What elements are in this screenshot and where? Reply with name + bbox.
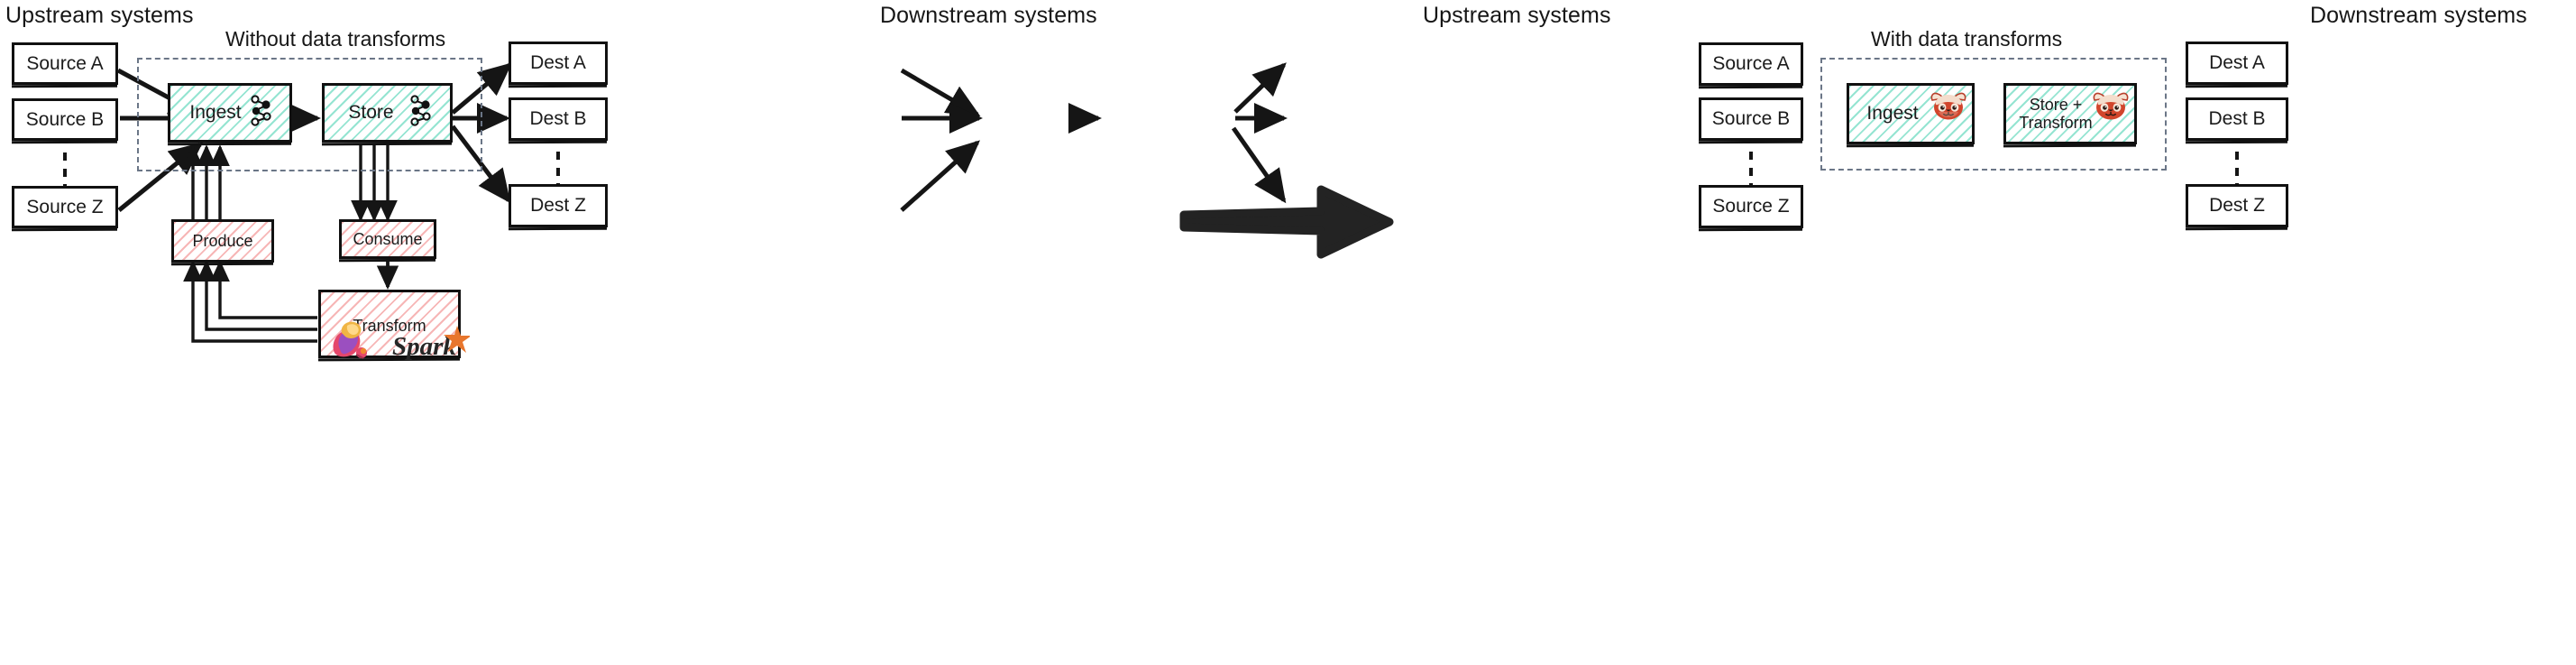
source-box-z-right[interactable]: Source Z <box>1699 185 1803 228</box>
ingest-box-left[interactable]: Ingest <box>168 83 292 143</box>
store-transform-box-right[interactable]: Store + Transform <box>2003 83 2137 144</box>
store-transform-label-line1: Store + <box>2029 95 2083 114</box>
dest-label: Dest B <box>2208 108 2266 130</box>
source-label: Source Z <box>26 196 104 217</box>
trust-boundary-right <box>1820 58 2167 171</box>
dest-label: Dest A <box>530 52 586 74</box>
transform-box[interactable]: Transform Spark <box>318 290 470 361</box>
big-right-arrow-icon <box>1179 185 1394 259</box>
trust-boundary-left <box>137 58 482 171</box>
dest-label: Dest A <box>2209 52 2265 74</box>
box-face <box>12 186 118 228</box>
box-face <box>509 42 608 85</box>
source-label: Source A <box>26 52 104 74</box>
box-face <box>1699 97 1803 141</box>
box-face <box>509 97 608 141</box>
box-face <box>168 83 292 143</box>
kafka-icon <box>251 95 271 126</box>
redpanda-icon <box>1930 92 1966 120</box>
store-label: Store <box>348 102 394 124</box>
redpanda-icon <box>2093 92 2129 120</box>
downstream-heading-right: Downstream systems <box>2310 3 2527 28</box>
dest-box-a-left[interactable]: Dest A <box>509 42 608 85</box>
ingest-label: Ingest <box>189 102 242 124</box>
source-box-b-right[interactable]: Source B <box>1699 97 1803 141</box>
kafka-icon <box>410 95 431 126</box>
source-label: Source B <box>1711 108 1791 130</box>
dest-box-a-right[interactable]: Dest A <box>2186 42 2288 85</box>
box-face <box>1699 185 1803 228</box>
dest-box-b-left[interactable]: Dest B <box>509 97 608 141</box>
dest-box-z-right[interactable]: Dest Z <box>2186 184 2288 227</box>
box-face <box>12 42 118 85</box>
box-face <box>1699 42 1803 86</box>
source-box-a-right[interactable]: Source A <box>1699 42 1803 86</box>
dest-box-b-right[interactable]: Dest B <box>2186 97 2288 141</box>
source-label: Source Z <box>1712 196 1790 217</box>
consume-label: Consume <box>353 229 423 248</box>
source-label: Source A <box>1712 53 1790 75</box>
upstream-heading-right: Upstream systems <box>1423 3 1611 28</box>
upstream-heading-left: Upstream systems <box>5 3 194 28</box>
ingest-box-right[interactable]: Ingest <box>1847 83 1975 144</box>
downstream-heading-left: Downstream systems <box>880 3 1097 28</box>
source-box-z-left[interactable]: Source Z <box>12 186 118 228</box>
box-face <box>2186 184 2288 227</box>
box-face <box>12 98 118 141</box>
transform-label: Transform <box>353 317 426 335</box>
store-box-left[interactable]: Store <box>322 83 453 143</box>
flink-icon <box>333 321 367 359</box>
dest-label: Dest Z <box>530 195 586 217</box>
dest-label: Dest B <box>529 108 587 130</box>
source-box-b-left[interactable]: Source B <box>12 98 118 141</box>
source-label: Source B <box>25 108 105 130</box>
source-box-a-left[interactable]: Source A <box>12 42 118 85</box>
consume-box[interactable]: Consume <box>339 219 436 259</box>
store-transform-label-line2: Transform <box>2019 114 2093 132</box>
svg-text:Spark: Spark <box>392 332 456 361</box>
box-face <box>322 83 453 143</box>
spark-icon: Spark <box>392 326 470 361</box>
box-face <box>171 219 274 263</box>
box-face <box>2186 97 2288 141</box>
dest-label: Dest Z <box>2209 195 2265 217</box>
dest-box-z-left[interactable]: Dest Z <box>509 184 608 227</box>
ingest-label: Ingest <box>1866 103 1919 125</box>
box-face <box>2186 42 2288 85</box>
panel-title-left: Without data transforms <box>225 27 446 51</box>
box-face <box>509 184 608 227</box>
panel-title-right: With data transforms <box>1871 27 2063 51</box>
produce-label: Produce <box>192 231 253 250</box>
box-face <box>339 219 436 259</box>
produce-box[interactable]: Produce <box>171 219 274 263</box>
